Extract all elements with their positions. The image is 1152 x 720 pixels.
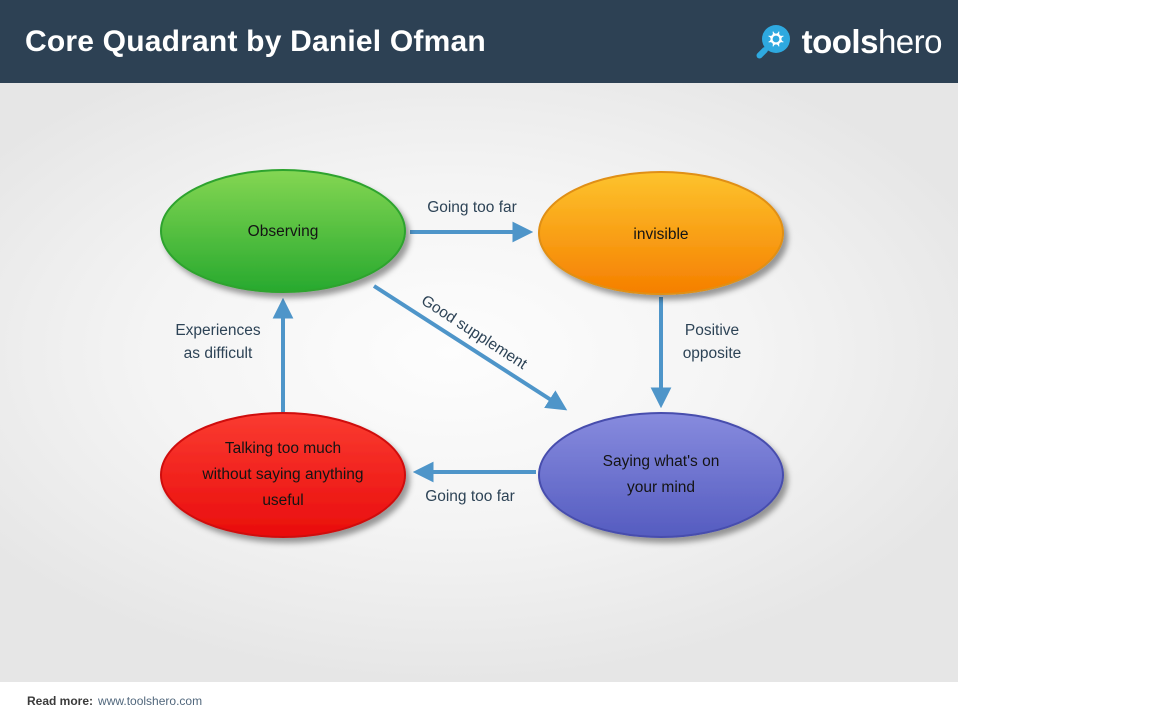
node-label-talking-line1: Talking too much	[224, 440, 342, 457]
node-ellipse-talking	[160, 412, 406, 538]
node-label-observing: Observing	[247, 223, 319, 240]
diagram-area: Observing invisible Talking too much wit…	[0, 83, 958, 682]
node-label-saying-line2: your mind	[626, 479, 696, 496]
edge-label-positive-opposite-line2: opposite	[682, 345, 742, 362]
node-label-saying-line1: Saying what's on	[602, 453, 720, 470]
edge-label-experiences-line1: Experiences	[175, 322, 261, 339]
toolshero-gear-magnifier-icon	[756, 24, 790, 58]
footer-link[interactable]: www.toolshero.com	[98, 694, 203, 708]
arrow-good-supplement	[372, 284, 568, 411]
logo-text: toolshero	[801, 22, 943, 61]
node-label-talking-line2: without saying anything	[202, 466, 364, 483]
node-ellipse-invisible	[538, 171, 784, 295]
toolshero-logo: toolshero	[756, 22, 943, 61]
header: Core Quadrant by Daniel Ofman toolshero	[0, 0, 958, 83]
edge-label-positive-opposite-line1: Positive	[684, 322, 740, 339]
footer: Read more: www.toolshero.com	[0, 682, 958, 720]
edge-label-experiences-as-difficult: Experiences as difficult	[158, 319, 278, 365]
diagram-canvas	[160, 169, 784, 538]
node-label-talking: Talking too much without saying anything…	[163, 436, 403, 514]
node-ellipse-observing	[160, 169, 406, 293]
node-ellipse-saying	[538, 412, 784, 538]
edge-label-experiences-line2: as difficult	[183, 345, 253, 362]
footer-read-more-label: Read more:	[27, 694, 94, 708]
edge-label-going-too-far-top: Going too far	[427, 199, 517, 216]
edge-label-positive-opposite: Positive opposite	[652, 319, 772, 365]
node-label-talking-line3: useful	[262, 492, 304, 509]
node-label-invisible: invisible	[633, 226, 689, 243]
page-title: Core Quadrant by Daniel Ofman	[25, 24, 486, 58]
logo-text-hero: hero	[877, 22, 943, 60]
edge-label-going-too-far-bottom: Going too far	[425, 488, 515, 505]
node-label-saying: Saying what's on your mind	[571, 449, 751, 501]
logo-text-tools: tools	[801, 22, 879, 60]
